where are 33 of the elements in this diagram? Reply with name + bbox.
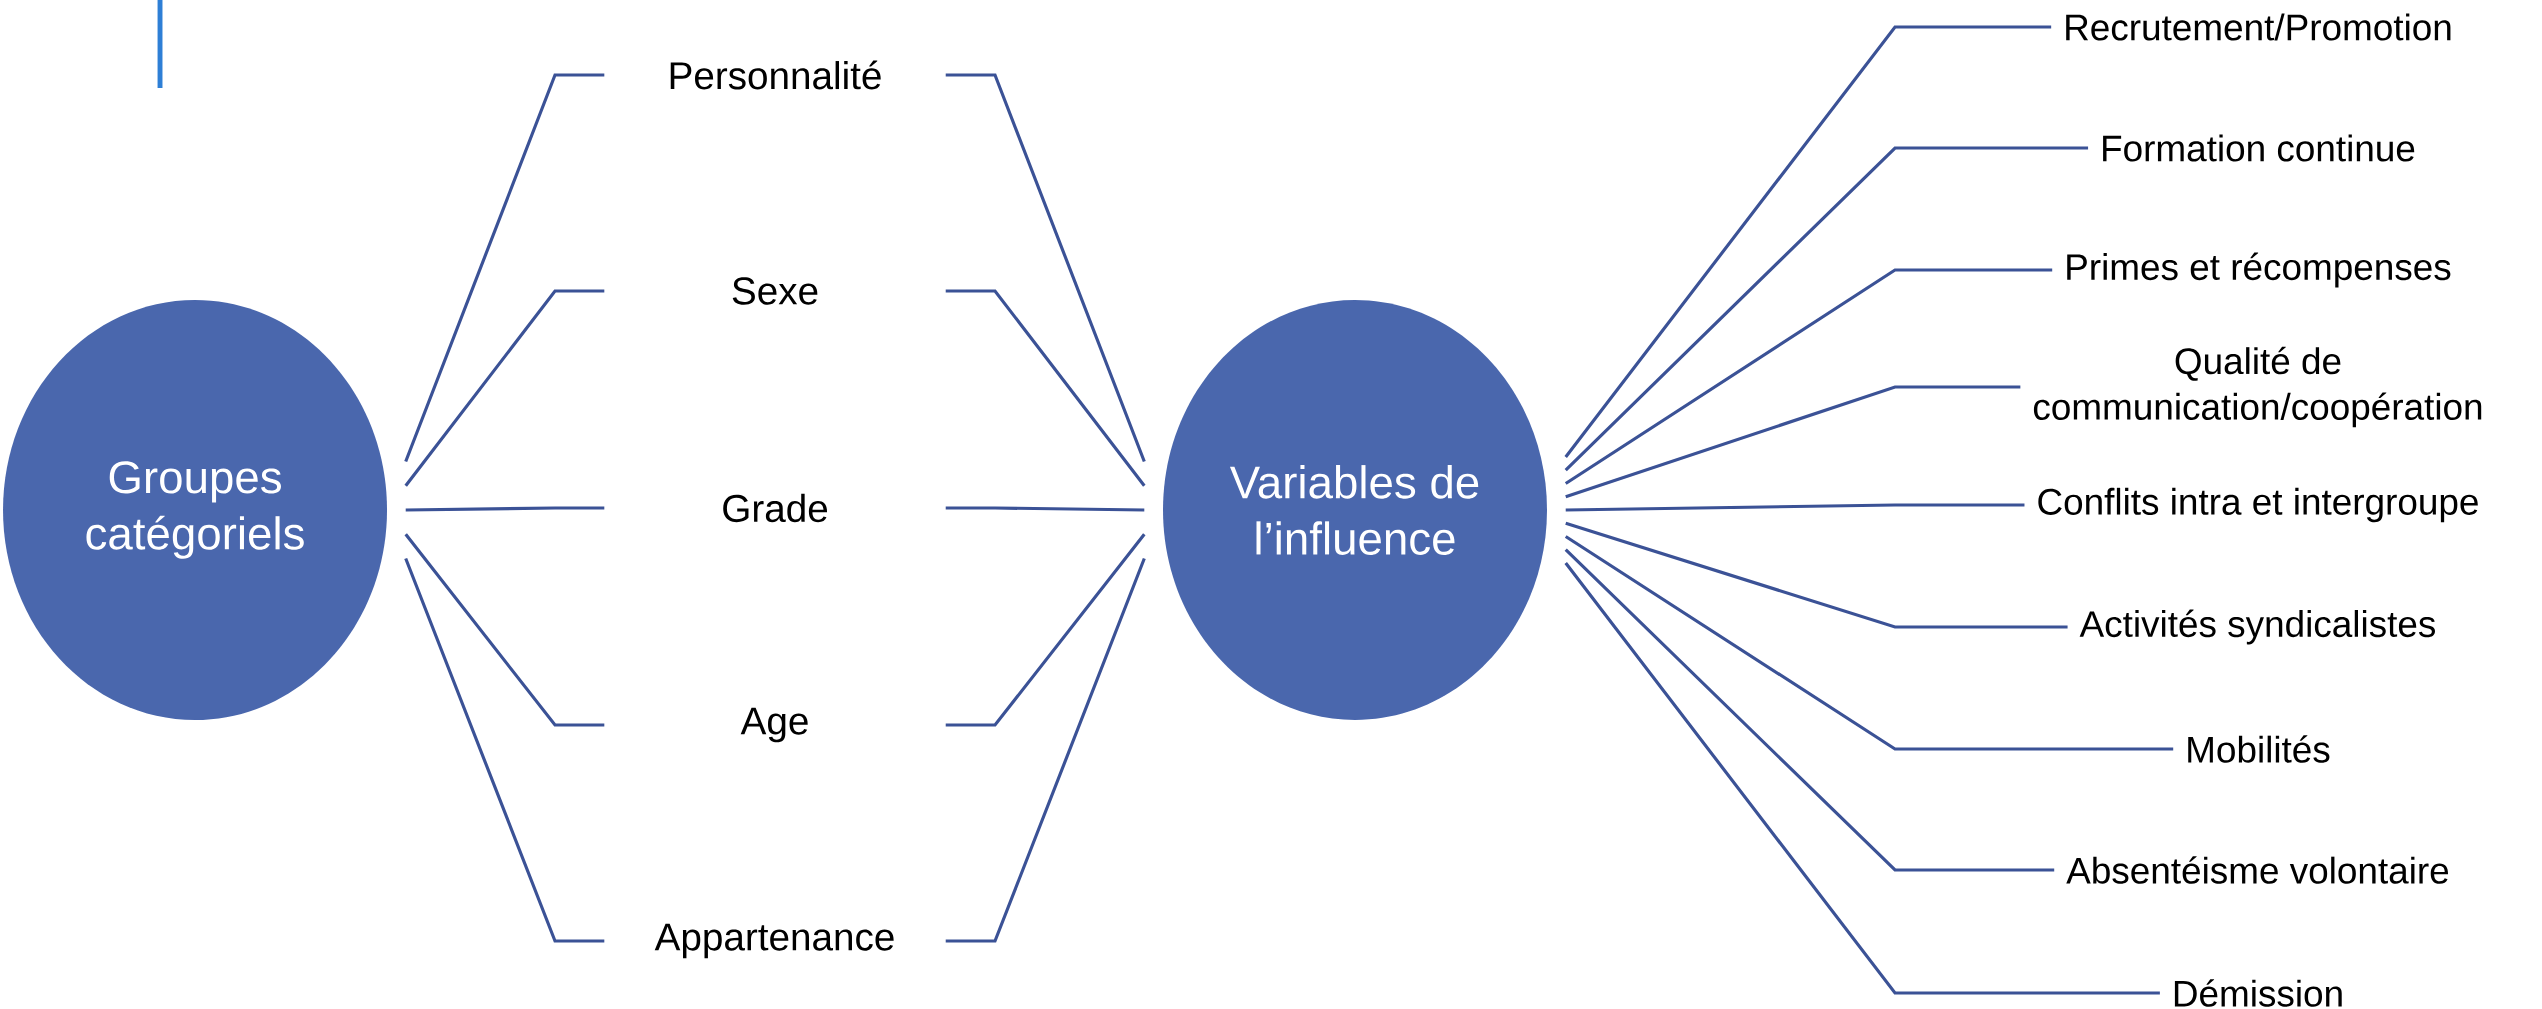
outcome-label: Formation continue bbox=[2103, 134, 2415, 162]
connector-line bbox=[405, 506, 605, 512]
connector-line bbox=[404, 73, 605, 463]
factor-label: Age bbox=[740, 707, 808, 743]
connector-line bbox=[945, 506, 1145, 512]
connector-line bbox=[945, 73, 1146, 463]
connector-line bbox=[945, 289, 1146, 487]
connector-line bbox=[1564, 146, 2089, 472]
outcome-label: Absentéisme volontaire bbox=[2066, 856, 2449, 884]
outcome-label: Mobilités bbox=[2188, 735, 2330, 763]
outcome-label: Activités syndicalistes bbox=[2079, 609, 2435, 645]
connector-line bbox=[1565, 503, 2025, 512]
connector-line bbox=[945, 533, 1146, 727]
connector-line bbox=[404, 533, 605, 727]
connector-line bbox=[1564, 268, 2053, 485]
connector-line bbox=[1564, 548, 2055, 872]
connector-line bbox=[404, 557, 605, 943]
connector-line bbox=[1565, 521, 2068, 629]
connector-line bbox=[404, 289, 605, 487]
connector-line bbox=[1565, 385, 2021, 499]
connector-line bbox=[945, 557, 1146, 943]
outcome-label: Qualité de communication/coopération bbox=[2033, 346, 2482, 428]
connector-line bbox=[1564, 535, 2174, 751]
factor-label: Personnalité bbox=[670, 60, 881, 90]
connector-line bbox=[1564, 25, 2052, 458]
factor-label: Appartenance bbox=[654, 923, 894, 959]
outcome-label: Recrutement/Promotion bbox=[2066, 13, 2451, 41]
connector-line bbox=[1564, 562, 2160, 995]
factor-label: Sexe bbox=[732, 277, 818, 305]
outcome-label: Conflits intra et intergroupe bbox=[2038, 487, 2478, 523]
outcome-label: Primes et récompenses bbox=[2067, 252, 2451, 288]
factor-label: Grade bbox=[723, 493, 827, 523]
outcome-label: Démission bbox=[2174, 979, 2342, 1007]
